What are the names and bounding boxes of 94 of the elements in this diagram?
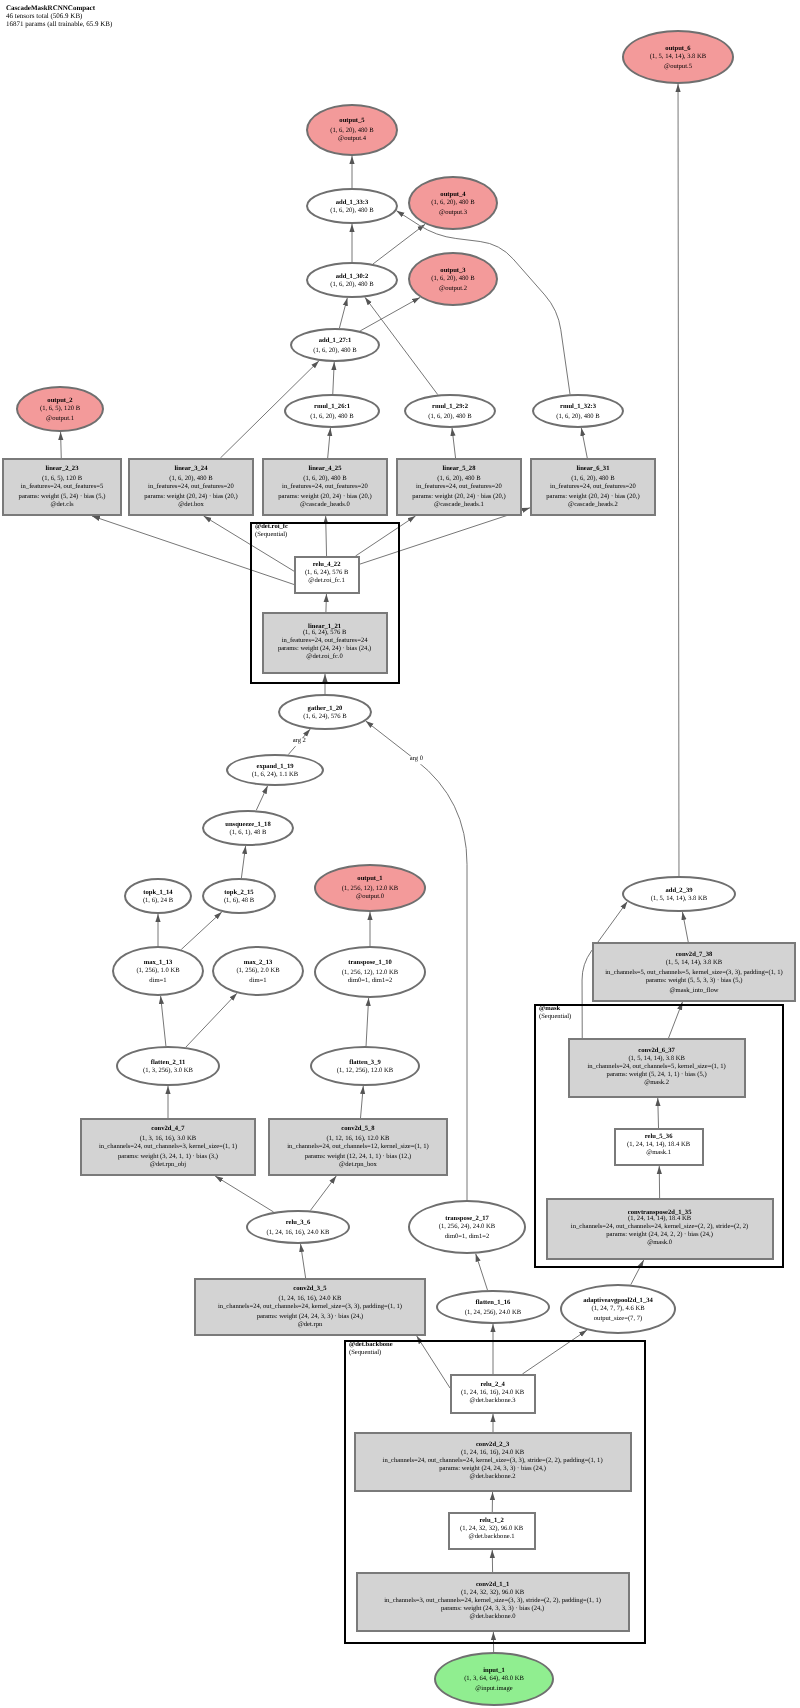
arrow (327, 427, 333, 459)
operation-node (226, 754, 324, 786)
activation-node (293, 555, 360, 594)
operation-node (306, 262, 398, 298)
arrow (155, 913, 161, 947)
operation-node (310, 1046, 420, 1086)
output-node (306, 104, 398, 156)
arrow (338, 297, 348, 329)
arrow (365, 720, 468, 1201)
arrow (165, 1085, 171, 1119)
operation-node (532, 394, 624, 428)
arrow (349, 223, 355, 263)
arrow (219, 360, 320, 459)
arrow (395, 210, 571, 395)
activation-node (613, 1127, 704, 1166)
operation-node (202, 878, 276, 914)
arrow (668, 1001, 683, 1039)
arrow (359, 507, 531, 565)
layer-node (262, 458, 388, 516)
arrow (450, 427, 457, 459)
arrow (416, 1335, 451, 1389)
arrow (521, 1329, 588, 1375)
arrow (367, 911, 373, 947)
output-node (408, 252, 498, 306)
arrow (489, 1549, 495, 1573)
arrow (360, 1085, 366, 1119)
arrow (630, 1259, 645, 1286)
arrow (349, 155, 355, 189)
arrow (322, 673, 328, 695)
arrow (359, 296, 421, 332)
layer-node (2, 458, 122, 516)
arrow (309, 1175, 337, 1211)
operation-node (306, 188, 398, 224)
arrow (364, 296, 439, 396)
arrow (489, 1491, 496, 1513)
arrow (331, 361, 337, 395)
operation-node (284, 394, 380, 428)
arrow (214, 1175, 275, 1213)
operation-node (246, 1210, 350, 1244)
arrow (299, 1243, 307, 1279)
arrow (91, 515, 295, 585)
arrow (255, 785, 269, 811)
arrow (355, 515, 416, 557)
arrow (581, 901, 628, 1039)
operation-node (212, 946, 304, 996)
arrow (323, 515, 329, 557)
operation-node (622, 876, 736, 912)
arrow (287, 728, 311, 756)
layer-node (194, 1278, 426, 1336)
arrow (158, 995, 167, 1047)
activation-node (449, 1373, 536, 1414)
operation-node (314, 946, 426, 998)
arrow (656, 1165, 662, 1199)
arrow (475, 1253, 488, 1291)
arrow (180, 911, 223, 950)
module-group (344, 1340, 646, 1644)
layer-node (396, 458, 522, 516)
arrow (675, 83, 681, 877)
layer-node (355, 1571, 630, 1632)
layer-node (545, 1197, 774, 1260)
arrow (240, 845, 248, 879)
activation-node (447, 1511, 536, 1550)
output-node (408, 176, 498, 230)
arrow (185, 992, 238, 1048)
operation-node (290, 328, 380, 362)
layer-node (80, 1118, 256, 1176)
output-node (16, 386, 104, 432)
layer-node (128, 458, 254, 516)
layer-node (530, 458, 656, 516)
layer-node (592, 942, 796, 1002)
arrow (58, 431, 64, 459)
arrow (655, 1097, 661, 1129)
arrow (490, 1323, 496, 1375)
arrow (490, 1631, 497, 1653)
operation-node (124, 878, 192, 914)
arrow (323, 593, 329, 613)
arrow (490, 1413, 496, 1433)
arrow (203, 515, 295, 572)
output-node (314, 864, 426, 912)
layer-node (261, 611, 388, 674)
layer-node (567, 1037, 746, 1098)
operation-node (112, 946, 204, 996)
module-group (250, 522, 400, 684)
arrow (580, 427, 588, 459)
operation-node (202, 810, 294, 846)
layer-node (268, 1118, 448, 1176)
module-group (534, 1004, 784, 1268)
operation-node (278, 694, 372, 730)
layer-node (353, 1431, 632, 1492)
arrow (681, 911, 689, 943)
operation-node (116, 1046, 220, 1086)
arrow (365, 997, 371, 1047)
operation-node (404, 394, 496, 428)
arrow (372, 223, 426, 265)
